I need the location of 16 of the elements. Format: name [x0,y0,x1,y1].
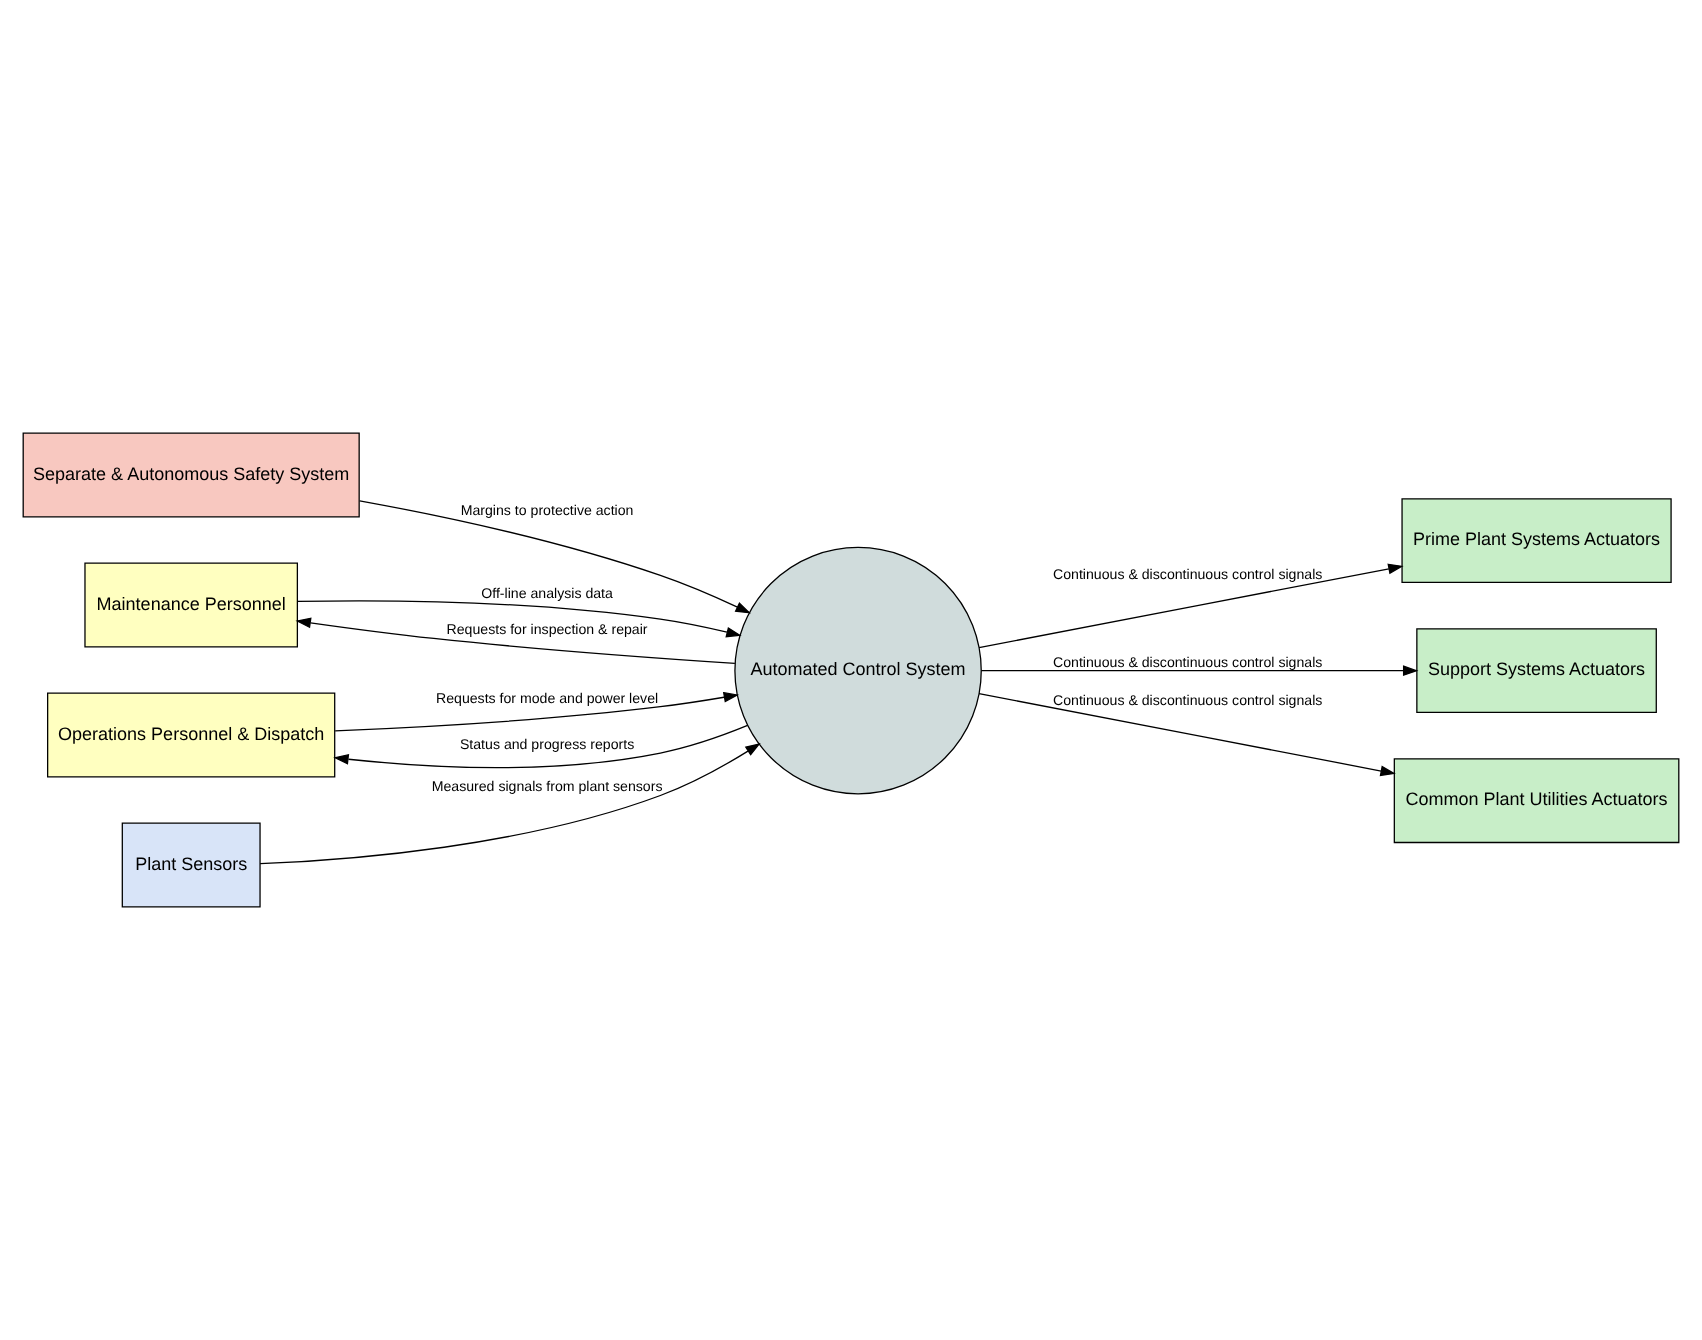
node-box: Prime Plant Systems Actuators [1401,498,1672,584]
node-box: Operations Personnel & Dispatch [47,692,336,778]
arrow [978,563,1404,649]
arrow [259,743,761,865]
node-box: Common Plant Utilities Actuators [1393,758,1680,844]
arrow [980,665,1419,677]
arrow [359,500,751,614]
arrow [296,600,742,638]
node-box: Maintenance Personnel [84,562,298,648]
arrow [334,691,740,732]
node-box: Separate & Autonomous Safety System [22,432,360,518]
node-box: Plant Sensors [121,822,261,908]
node-box: Support Systems Actuators [1416,628,1657,714]
arrow [333,724,749,769]
arrow [978,693,1396,777]
arrow [295,617,736,664]
